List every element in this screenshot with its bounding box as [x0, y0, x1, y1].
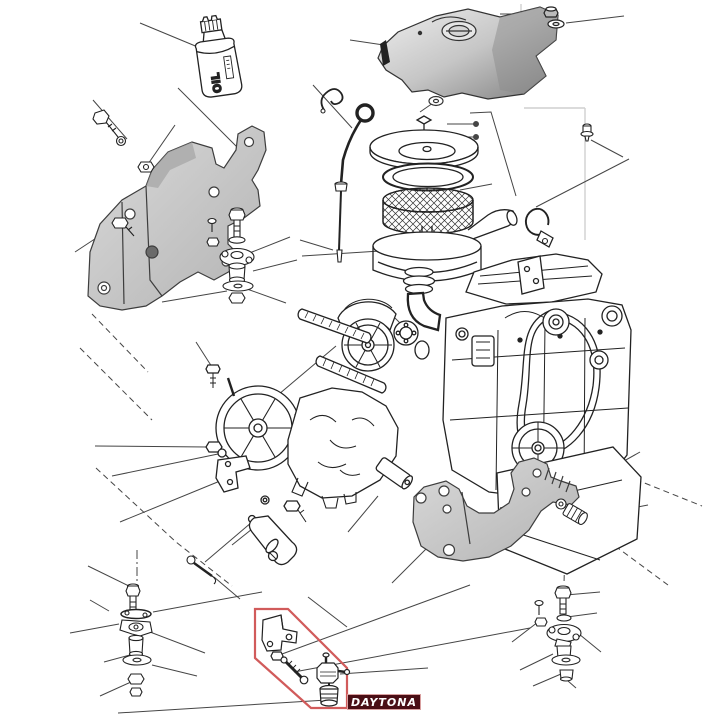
dowel-pin — [375, 457, 414, 490]
wing-nut — [415, 115, 433, 125]
air-filter-element — [382, 187, 474, 235]
stabilizer-mount — [316, 652, 351, 684]
water-pump-pulley — [393, 320, 430, 360]
daytona-logo: DAYTONA — [347, 694, 421, 710]
air-filter-assembly — [369, 115, 518, 332]
highlighted-part-region[interactable] — [253, 607, 351, 710]
drive-belt-lower — [315, 355, 387, 394]
link-clip — [186, 555, 217, 585]
fitting — [580, 123, 594, 142]
dipstick — [334, 103, 375, 263]
engine-mount-bracket-left — [87, 125, 267, 311]
support-bracket-right — [412, 457, 580, 562]
bracket-bolt-right — [555, 498, 588, 526]
drive-belt-upper — [297, 308, 372, 344]
engine-mount-right — [534, 585, 582, 682]
leader-lines — [69, 13, 649, 714]
daytona-logo-text: DAYTONA — [351, 696, 417, 709]
stabilizer-link-rod — [280, 656, 309, 685]
heat-shield — [377, 6, 559, 107]
intake-hose — [402, 266, 442, 332]
oil-bottle-label: OIL — [209, 72, 225, 94]
hook-clip — [320, 88, 344, 114]
bracket-bolts-left — [92, 109, 155, 237]
damper-bushing — [319, 683, 339, 707]
transmission-assembly — [205, 364, 414, 566]
engine-mount-bottom-left — [119, 555, 217, 697]
engine-mount-left — [206, 207, 255, 304]
mounting-clamp — [524, 207, 554, 248]
oil-bottle: OIL — [194, 14, 243, 98]
nut-and-washer — [543, 6, 565, 29]
